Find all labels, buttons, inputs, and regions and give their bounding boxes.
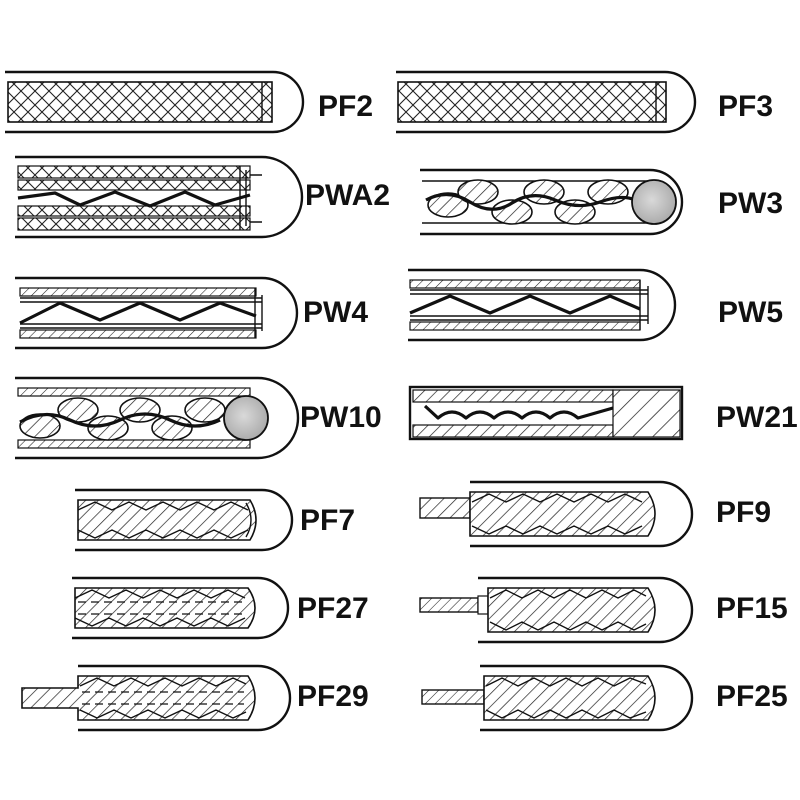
label-pf2: PF2 <box>318 90 373 123</box>
label-pw10: PW10 <box>300 401 382 434</box>
sample-pw5: PW5 <box>408 268 783 342</box>
sample-pf7: PF7 <box>75 488 355 552</box>
sample-pf27: PF27 <box>72 576 369 640</box>
label-pw21: PW21 <box>716 401 798 434</box>
sample-pf2: PF2 <box>5 70 373 134</box>
label-pf25: PF25 <box>716 680 788 713</box>
label-pf7: PF7 <box>300 504 355 537</box>
sample-pw21: PW21 <box>408 385 798 441</box>
sample-pf25: PF25 <box>421 664 788 732</box>
label-pw4: PW4 <box>303 296 368 329</box>
label-pf29: PF29 <box>297 680 369 713</box>
label-pf9: PF9 <box>716 496 771 529</box>
label-pf15: PF15 <box>716 592 788 625</box>
label-pw5: PW5 <box>718 296 783 329</box>
sample-pwa2: PWA2 <box>15 155 390 239</box>
label-pwa2: PWA2 <box>305 179 390 212</box>
sample-pf9: PF9 <box>419 480 771 548</box>
sample-pf15: PF15 <box>419 576 788 644</box>
sample-pw4: PW4 <box>15 276 368 350</box>
sample-pf29: PF29 <box>21 664 369 732</box>
label-pf27: PF27 <box>297 592 369 625</box>
label-pf3: PF3 <box>718 90 773 123</box>
sample-pf3: PF3 <box>396 70 773 134</box>
label-pw3: PW3 <box>718 187 783 220</box>
sample-pw10: PW10 <box>15 376 382 460</box>
sample-pw3: PW3 <box>420 168 783 236</box>
